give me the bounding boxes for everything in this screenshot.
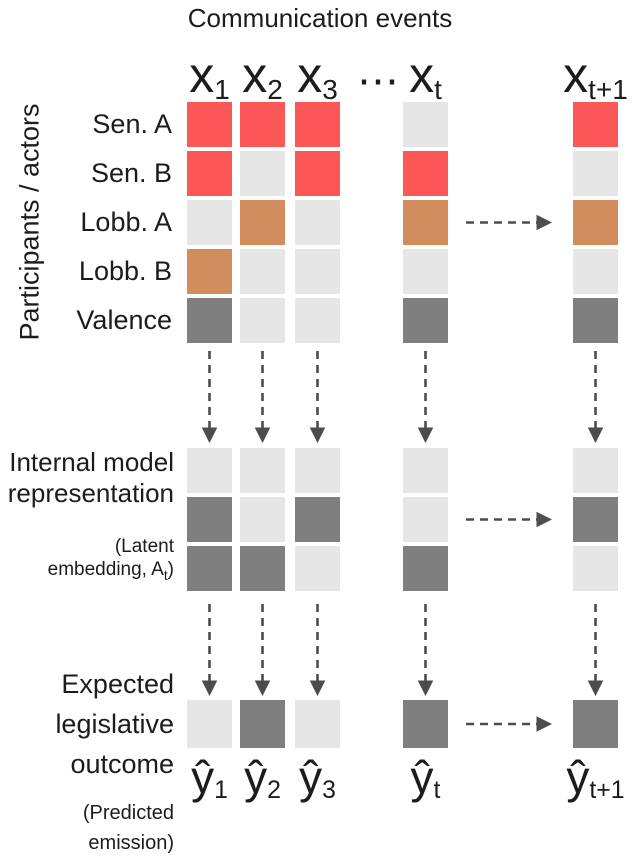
event-cell: [240, 249, 285, 294]
row-label-sen-a: Sen. A: [92, 109, 172, 139]
label-base: ŷ: [299, 751, 323, 803]
label-text: ): [167, 559, 174, 580]
diagram-title: Communication events: [187, 3, 453, 33]
event-cell: [295, 151, 340, 196]
label-line: legislative: [55, 709, 174, 739]
outcome-cell: [403, 700, 448, 748]
event-cell: [403, 151, 448, 196]
event-cell: [187, 298, 232, 343]
latent-cell: [240, 497, 285, 542]
event-cell: [573, 249, 618, 294]
latent-cell: [187, 497, 232, 542]
latent-cell: [573, 448, 618, 493]
column-header-x3: x3: [297, 47, 338, 104]
latent-cell: [187, 448, 232, 493]
label-subscript: 3: [322, 74, 338, 105]
row-label-lobb-a: Lobb. A: [80, 207, 172, 237]
output-label-y1: ŷ1: [191, 748, 228, 808]
outcome-cell: [187, 700, 232, 748]
outcome-cell: [295, 700, 340, 748]
label-subscript: 2: [267, 74, 283, 105]
label-line: (Predicted: [82, 802, 174, 824]
subscript-t: t: [163, 567, 168, 583]
event-cell: [295, 298, 340, 343]
column-header-xt: xt: [409, 47, 442, 104]
label-base: ŷ: [410, 751, 434, 803]
label-line: Expected: [61, 669, 174, 699]
event-cell: [573, 200, 618, 245]
label-base: x: [189, 47, 215, 103]
row-label-lobb-b: Lobb. B: [78, 256, 172, 286]
label-line: representation: [7, 478, 174, 508]
header-ellipsis: ⋯: [357, 57, 399, 104]
label-subscript: t: [433, 776, 441, 804]
label-base: x: [563, 47, 589, 103]
predicted-emission-label: (Predicted emission): [0, 798, 174, 858]
label-subscript: 1: [214, 74, 230, 105]
event-cell: [295, 200, 340, 245]
event-cell: [573, 102, 618, 147]
label-subscript: t: [434, 74, 442, 105]
label-base: x: [409, 47, 435, 103]
outcome-cell: [573, 700, 618, 748]
column-header-x2: x2: [242, 47, 283, 104]
latent-cell: [295, 497, 340, 542]
label-line: outcome: [70, 749, 174, 779]
event-cell: [403, 249, 448, 294]
latent-embedding-label: (Latent embedding, At): [0, 535, 174, 583]
event-cell: [573, 298, 618, 343]
latent-cell: [403, 497, 448, 542]
event-cell: [403, 102, 448, 147]
output-label-yt: ŷt: [411, 748, 441, 808]
event-cell: [240, 151, 285, 196]
label-line: embedding, At): [0, 558, 174, 583]
label-base: ŷ: [191, 751, 215, 803]
output-label-y3: ŷ3: [299, 748, 336, 808]
label-base: ŷ: [566, 751, 590, 803]
event-cell: [403, 200, 448, 245]
label-subscript: 1: [214, 776, 228, 804]
event-cell: [295, 102, 340, 147]
output-label-yt+1: ŷt+1: [566, 748, 624, 808]
column-header-xt+1: xt+1: [563, 47, 628, 104]
latent-cell: [240, 448, 285, 493]
label-line: emission): [88, 832, 174, 854]
event-cell: [240, 102, 285, 147]
column-header-x1: x1: [189, 47, 230, 104]
label-subscript: t+1: [589, 776, 625, 804]
latent-cell: [295, 448, 340, 493]
row-label-valence: Valence: [76, 305, 172, 335]
event-cell: [295, 249, 340, 294]
label-base: x: [242, 47, 268, 103]
label-subscript: 2: [267, 776, 281, 804]
label-line: (Latent: [114, 536, 174, 557]
event-cell: [573, 151, 618, 196]
latent-cell: [403, 448, 448, 493]
label-subscript: t+1: [588, 74, 628, 105]
event-cell: [187, 151, 232, 196]
event-cell: [240, 298, 285, 343]
label-base: ŷ: [244, 751, 268, 803]
latent-cell: [403, 546, 448, 591]
event-cell: [187, 102, 232, 147]
outcome-cell: [240, 700, 285, 748]
label-base: x: [297, 47, 323, 103]
latent-cell: [295, 546, 340, 591]
latent-cell: [573, 546, 618, 591]
latent-cell: [187, 546, 232, 591]
event-cell: [187, 200, 232, 245]
event-cell: [240, 200, 285, 245]
row-label-sen-b: Sen. B: [90, 158, 172, 188]
expected-outcome-label: Expected legislative outcome: [0, 664, 174, 784]
label-line: Internal model: [9, 447, 174, 477]
label-subscript: 3: [322, 776, 336, 804]
event-cell: [187, 249, 232, 294]
event-cell: [403, 298, 448, 343]
internal-model-label: Internal model representation: [0, 447, 174, 509]
latent-cell: [573, 497, 618, 542]
output-label-y2: ŷ2: [244, 748, 281, 808]
latent-cell: [240, 546, 285, 591]
label-text: embedding, A: [47, 559, 164, 580]
